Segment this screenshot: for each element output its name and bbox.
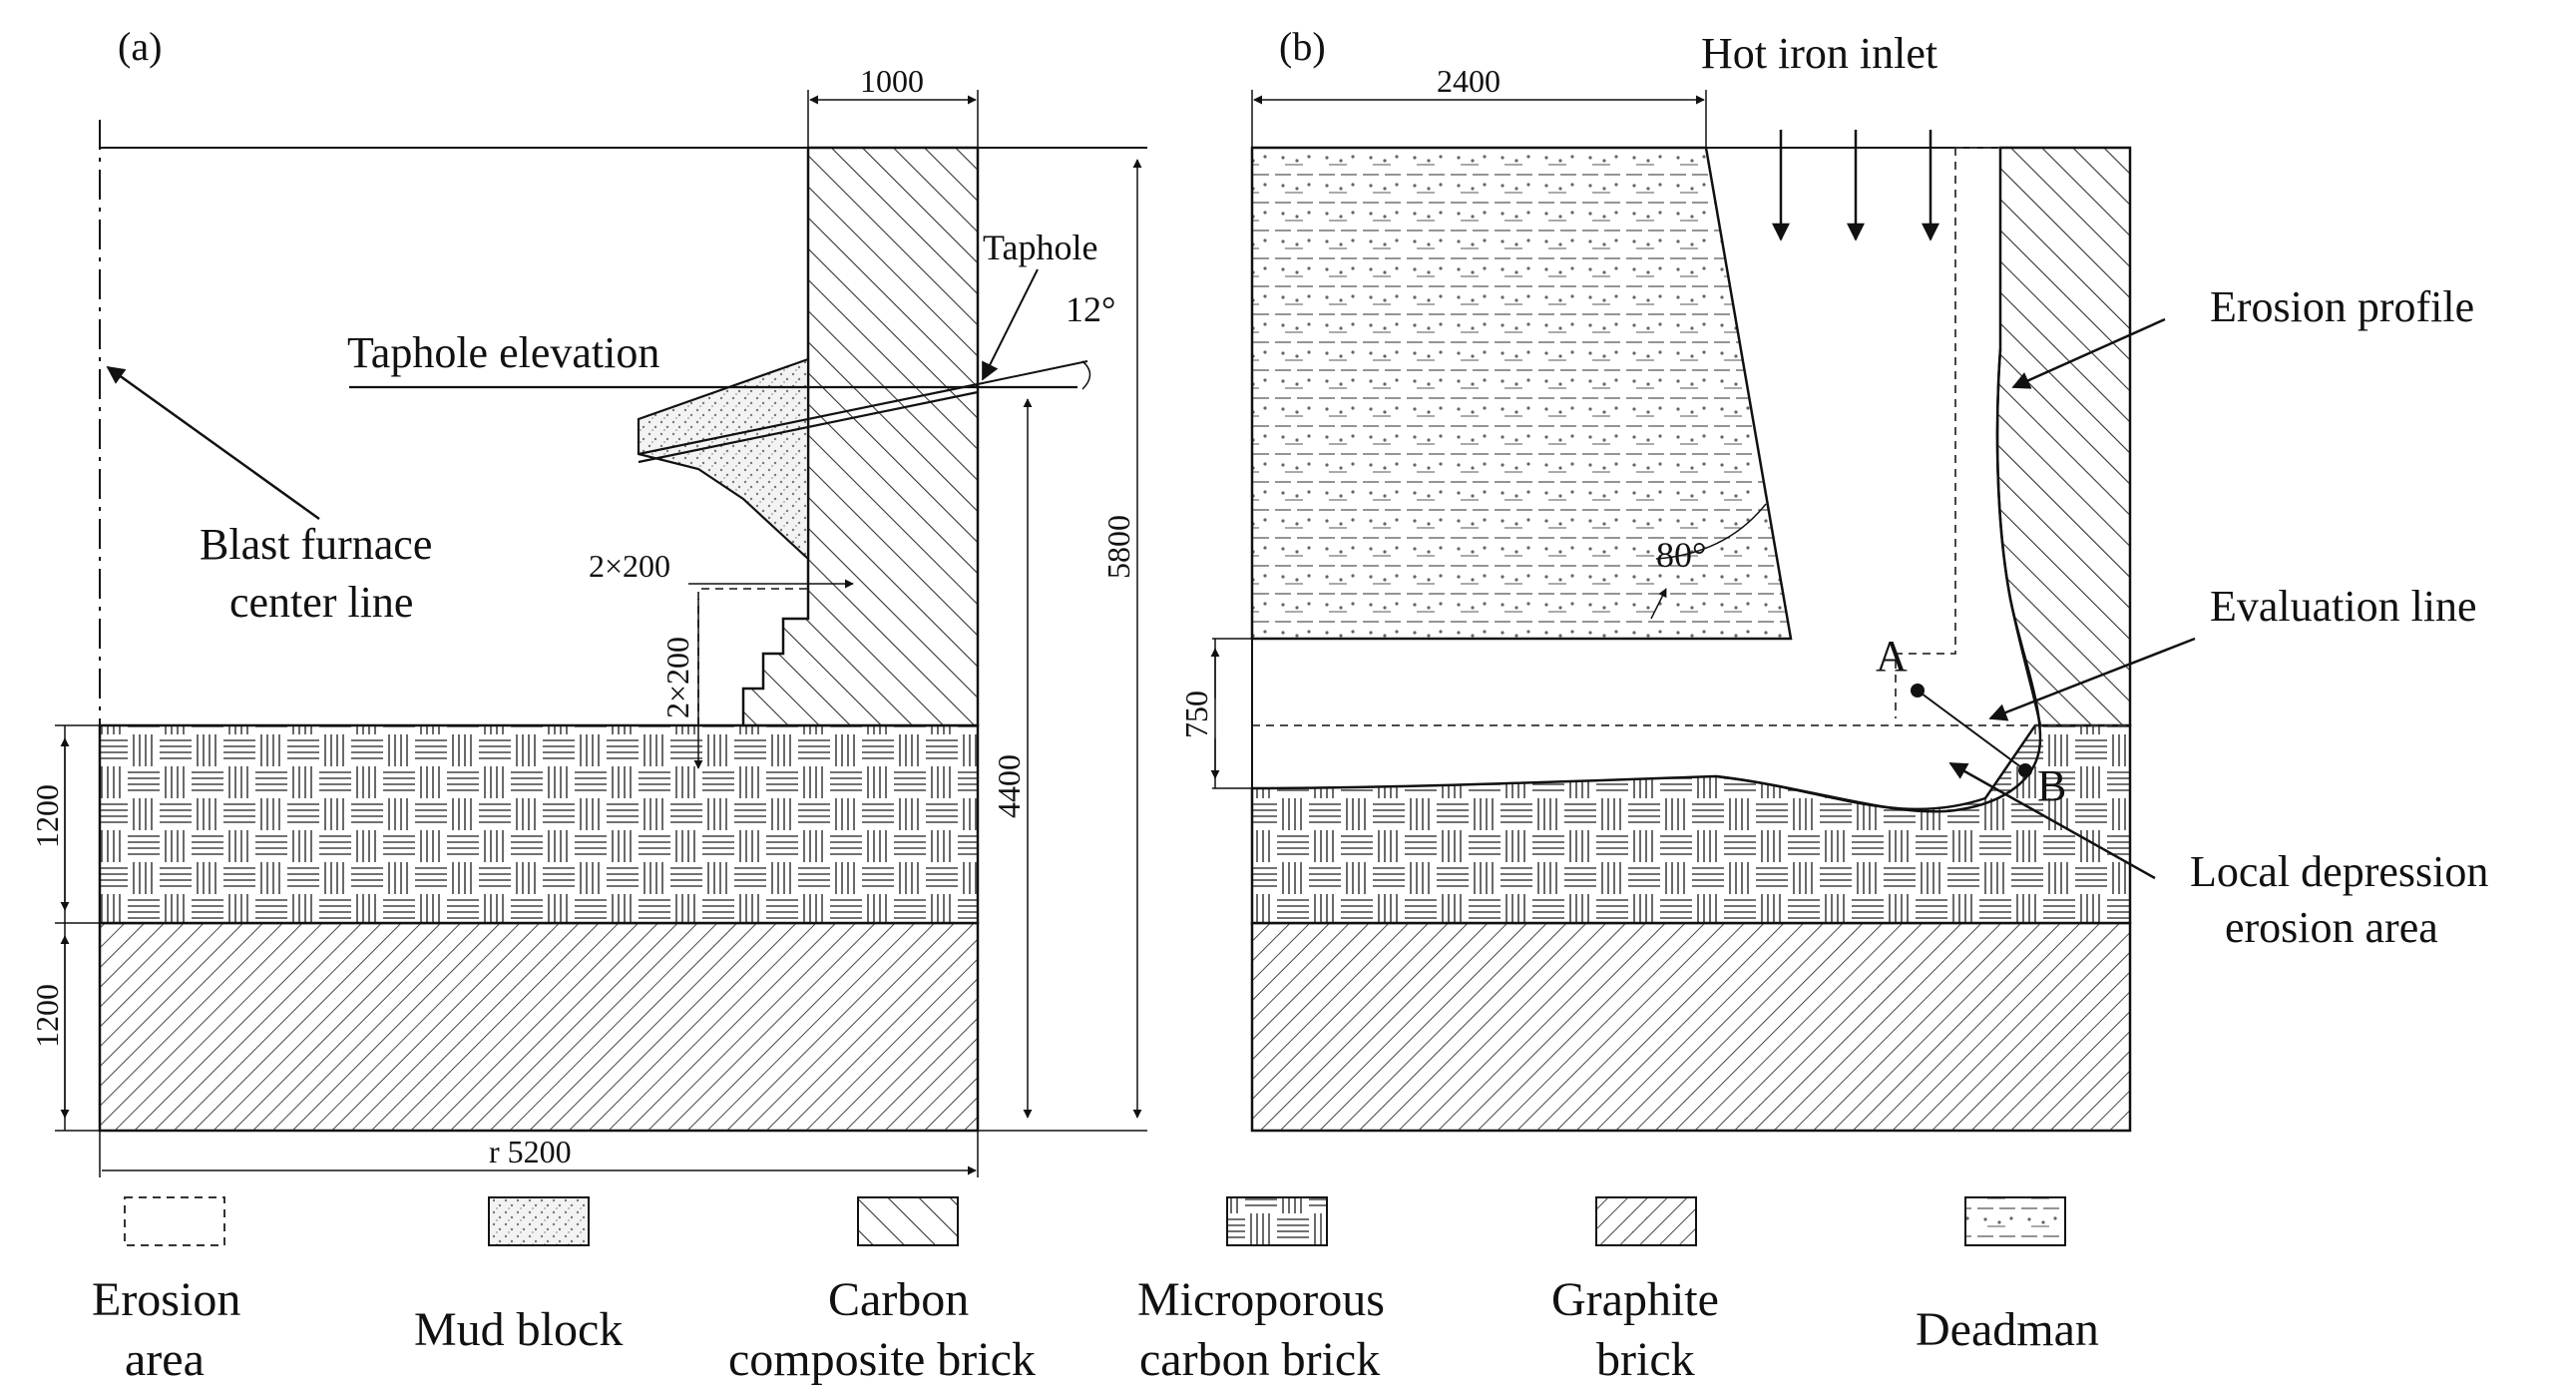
dim-total-height: 5800: [1100, 515, 1136, 579]
dim-deadman-width: 2400: [1437, 63, 1501, 99]
legend-swatch-mud: [488, 1196, 590, 1246]
legend-swatch-erosion: [124, 1196, 225, 1246]
legend-item-mud: Mud block: [414, 1196, 623, 1356]
dim-step-height: 2×200: [659, 637, 695, 718]
label-erosion-profile: Erosion profile: [2210, 282, 2474, 331]
legend-swatch-microporous: [1226, 1196, 1328, 1246]
center-line-arrow: [106, 365, 320, 521]
label-point-b: B: [2037, 761, 2066, 810]
legend-item-carbon: Carbon composite brick: [728, 1196, 1036, 1386]
dim-layer1: 1200: [29, 784, 65, 848]
panel-b: (b) 750 2400 Hot iron inlet: [1178, 24, 2488, 1133]
graphite-layer-a: [98, 921, 980, 1133]
legend-label-deadman: Deadman: [1916, 1303, 2099, 1356]
legend-swatch-graphite: [1595, 1196, 1697, 1246]
legend-swatch-carbon: [857, 1196, 959, 1246]
dim-taphole-height: 4400: [991, 754, 1027, 818]
label-hot-iron-inlet: Hot iron inlet: [1701, 29, 1937, 78]
panel-a-label: (a): [118, 24, 162, 69]
legend-label-mud: Mud block: [414, 1303, 623, 1356]
legend-label-graphite-1: Graphite: [1551, 1273, 1719, 1326]
dim-gap: 750: [1178, 691, 1214, 738]
point-b-marker: [2018, 763, 2032, 777]
mud-block: [637, 357, 810, 562]
dim-top-width: 1000: [860, 63, 924, 99]
carbon-wall-a: [741, 146, 980, 727]
legend-label-microporous-2: carbon brick: [1139, 1333, 1380, 1386]
legend-label-erosion-2: area: [125, 1333, 205, 1386]
label-evaluation-line: Evaluation line: [2210, 582, 2477, 631]
label-taphole: Taphole: [983, 228, 1097, 267]
legend-label-microporous-1: Microporous: [1137, 1273, 1385, 1326]
legend-label-carbon-2: composite brick: [728, 1333, 1036, 1386]
legend-item-graphite: Graphite brick: [1551, 1196, 1719, 1386]
microporous-layer-a: [98, 723, 980, 925]
legend-item-microporous: Microporous carbon brick: [1137, 1196, 1385, 1386]
erosion-profile-curve: [1715, 348, 2042, 813]
angle-12: 12°: [1066, 289, 1115, 329]
carbon-wall-b: [1995, 146, 2132, 727]
legend-label-graphite-2: brick: [1596, 1333, 1695, 1386]
label-local-depression-1: Local depression: [2190, 847, 2488, 896]
dim-radius: r 5200: [489, 1134, 572, 1169]
legend: Erosion area Mud block Carbon composite …: [92, 1196, 2099, 1386]
angle-80: 80°: [1656, 535, 1706, 575]
label-taphole-elevation: Taphole elevation: [347, 328, 659, 377]
dim-step-width: 2×200: [589, 548, 670, 584]
legend-label-erosion-1: Erosion: [92, 1273, 240, 1326]
label-center-line-1: Blast furnace: [200, 520, 432, 569]
dim-layer2: 1200: [29, 984, 65, 1048]
taphole-channel: [638, 382, 979, 456]
deadman: [1250, 146, 1793, 641]
legend-swatch-deadman: [1964, 1196, 2066, 1246]
label-center-line-2: center line: [229, 578, 413, 627]
panel-a: (a) 1000 2×200 2×200: [29, 24, 1147, 1177]
legend-item-deadman: Deadman: [1916, 1196, 2099, 1356]
point-a-marker: [1911, 684, 1925, 698]
label-local-depression-2: erosion area: [2225, 903, 2438, 952]
evaluation-line: [1917, 690, 2026, 771]
legend-label-carbon-1: Carbon: [828, 1273, 969, 1326]
panel-b-label: (b): [1279, 24, 1326, 69]
microporous-layer-b: [1250, 723, 2132, 925]
label-point-a: A: [1876, 632, 1908, 681]
graphite-layer-b: [1250, 921, 2132, 1133]
legend-item-erosion: Erosion area: [92, 1196, 240, 1386]
erosion-outline-b: [1895, 148, 1956, 718]
